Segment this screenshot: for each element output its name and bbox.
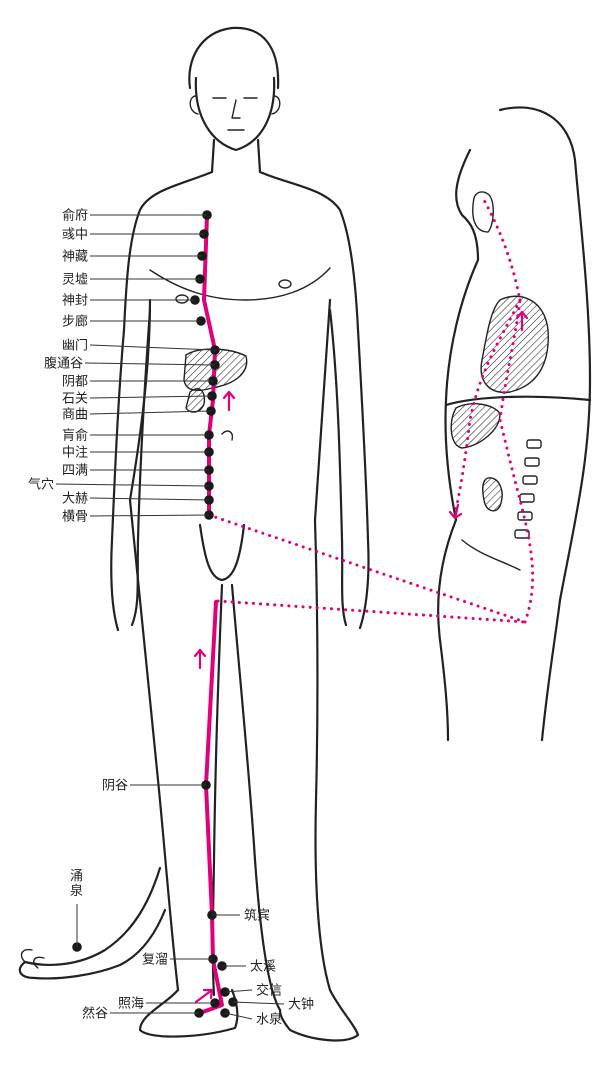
- acupoint-label-yuzhong: 彧中: [62, 228, 88, 243]
- organ-kidney-side: [482, 477, 503, 512]
- ear-right: [271, 95, 281, 115]
- side-belly: [437, 518, 458, 642]
- neck-right: [256, 138, 262, 174]
- acupoint-label-taixi: 太溪: [250, 960, 276, 975]
- leader-line-futonggu: [84, 362, 216, 366]
- side-back: [498, 106, 592, 602]
- torso-right: [313, 298, 332, 522]
- meridian-internal-side: [482, 198, 535, 624]
- acupoint-label-jiaoxin: 交信: [256, 983, 282, 999]
- neck-left: [210, 138, 216, 174]
- acupoint-label-siman: 四满: [62, 464, 88, 479]
- sole-toes: [20, 948, 45, 969]
- sole-foot: [18, 866, 167, 980]
- nipple-right: [278, 279, 292, 289]
- arrow-up-icon: [222, 390, 236, 412]
- shoulder-left: [122, 170, 214, 332]
- front-body-figure: [18, 26, 370, 1042]
- nose: [231, 99, 241, 119]
- organ-gallbladder-front: [185, 388, 206, 413]
- ear-left: [189, 95, 199, 115]
- acupoint-label-zhaohai: 照海: [118, 997, 144, 1012]
- acupoint-label-bulang: 步廊: [62, 314, 88, 330]
- side-ear: [472, 191, 494, 233]
- acupoint-label-futonggu: 腹通谷: [44, 356, 83, 372]
- side-front-leg: [438, 638, 450, 742]
- acupoint-label-shuiquan: 水泉: [256, 1012, 282, 1028]
- pectoral-line: [149, 267, 331, 301]
- groin-outline: [198, 523, 246, 582]
- acupoint-label-yingu: 阴谷: [102, 779, 128, 794]
- head-outline: [194, 76, 276, 152]
- acupoint-label-shencang: 神藏: [62, 250, 88, 265]
- leader-line-youmen: [89, 344, 216, 351]
- spine-vertebrae: [514, 439, 542, 539]
- side-body-figure: [437, 106, 592, 742]
- leader-line-qixue: [55, 483, 210, 487]
- hair-outline: [188, 26, 280, 90]
- arrow-up-icon: [515, 310, 529, 332]
- leg-left-outer: [128, 498, 180, 992]
- acupoint-label-yindu: 阴都: [62, 375, 88, 390]
- foot-left: [138, 988, 239, 1038]
- meridian-internal-1: [207, 513, 527, 624]
- side-chest: [444, 258, 480, 522]
- leader-line-henggu: [89, 514, 210, 517]
- direction-arrows: [193, 310, 529, 1004]
- acupoint-label-zhongzhu: 中注: [62, 446, 88, 461]
- side-head: [455, 148, 480, 262]
- organ-liver-side: [450, 403, 501, 449]
- acupoint-label-qixue: 气穴: [28, 477, 54, 493]
- acupoint-label-shufu: 俞府: [62, 208, 88, 224]
- acupoint-label-dazhong: 大钟: [288, 997, 314, 1013]
- acupoint-label-youmen: 幽门: [62, 339, 88, 354]
- leader-line-shangqu: [89, 410, 212, 415]
- acupoint-label-zhubin: 筑宾: [244, 908, 270, 924]
- arm-right-outer: [356, 328, 370, 630]
- leader-line-dazhong: [232, 1001, 285, 1005]
- acupoint-label-shangqu: 商曲: [62, 408, 88, 423]
- navel: [221, 430, 234, 441]
- side-pelvis: [461, 539, 521, 571]
- acupoint-label-shenfeng: 神封: [62, 294, 88, 309]
- leader-line-jiaoxin: [224, 989, 253, 993]
- arrow-down-icon: [448, 503, 463, 520]
- acupoint-label-fuliu: 复溜: [142, 953, 168, 968]
- leg-right-outer: [313, 518, 332, 992]
- side-leg: [540, 598, 562, 742]
- arrow-up-icon: [193, 648, 207, 670]
- acupoint-label-yongquan: 涌泉: [70, 869, 83, 899]
- acupoint-labels: 俞府彧中神藏灵墟神封步廊幽门腹通谷阴都石关商曲肓俞中注四满气穴大赫横骨阴谷涌泉筑…: [28, 208, 314, 1028]
- foot-right: [278, 988, 360, 1042]
- acupoint-label-henggu: 横骨: [62, 510, 88, 525]
- leader-line-dahe: [89, 497, 210, 501]
- nipple-left: [175, 294, 189, 304]
- leader-line-shiguan: [89, 395, 213, 399]
- organ-lung-side: [480, 295, 549, 394]
- arm-right-inner: [328, 308, 348, 627]
- arrow-diagonal-icon: [194, 988, 214, 1004]
- acupoint-label-huangshu: 肓俞: [62, 428, 88, 444]
- leader-line-shuiquan: [224, 1012, 253, 1020]
- arm-left-outer: [110, 328, 126, 632]
- side-diaphragm: [444, 395, 592, 407]
- shoulder-right: [258, 170, 360, 332]
- acupoint-label-shiguan: 石关: [62, 392, 88, 407]
- meridian-internal-2: [216, 599, 527, 624]
- leg-right-inner: [230, 583, 282, 1012]
- acupoint-label-dahe: 大赫: [62, 492, 88, 507]
- meridian-internal-branch: [453, 298, 522, 517]
- acupoint-label-lingxu: 灵墟: [62, 273, 88, 288]
- acupoint-label-rangu: 然谷: [82, 1006, 108, 1022]
